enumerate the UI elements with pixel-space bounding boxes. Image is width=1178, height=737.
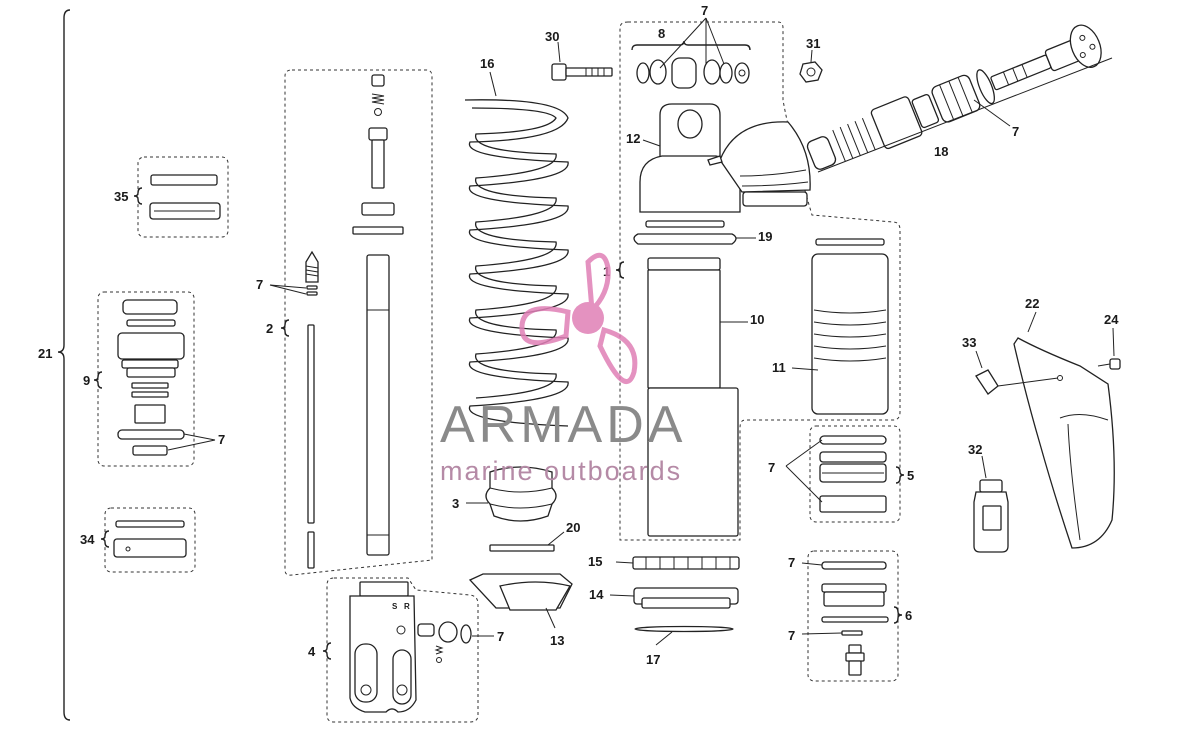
- part-33-clip: [975, 369, 1059, 395]
- part-5-seal-kit: [819, 435, 887, 513]
- callout-5: 5: [907, 468, 914, 483]
- part-32-oil-bottle: [973, 479, 1009, 553]
- callout-2: 2: [266, 321, 273, 336]
- callout-7-group8: 7: [701, 3, 708, 18]
- brace-35: [133, 187, 143, 205]
- part-16-coil-spring: [464, 99, 569, 427]
- part-12-top-eye-reservoir-head: [639, 103, 811, 213]
- callout-17: 17: [646, 652, 660, 667]
- part-34-seal: [113, 520, 187, 558]
- callout-18: 18: [934, 144, 948, 159]
- brace-6: [893, 606, 903, 624]
- callout-12: 12: [626, 131, 640, 146]
- svg-text:R: R: [404, 602, 410, 611]
- group-9-outline: [97, 291, 195, 467]
- part-17-shim: [634, 625, 734, 633]
- callout-6: 6: [905, 608, 912, 623]
- callout-20: 20: [566, 520, 580, 535]
- callout-30: 30: [545, 29, 559, 44]
- part-14-lock-ring: [633, 587, 739, 609]
- part-2-damper-rod: [305, 74, 404, 569]
- callout-22: 22: [1025, 296, 1039, 311]
- part-10-shock-body: [647, 257, 739, 537]
- part-9-valve-stack: [117, 299, 185, 456]
- part-oring-top: [645, 220, 725, 228]
- callout-24: 24: [1104, 312, 1119, 327]
- callout-7-group6a: 7: [788, 555, 795, 570]
- part-24-screw: [1097, 358, 1121, 370]
- callout-14: 14: [589, 587, 604, 602]
- callout-35: 35: [114, 189, 128, 204]
- brace-34: [100, 530, 110, 548]
- callout-16: 16: [480, 56, 494, 71]
- part-22-mud-guard: [1013, 337, 1115, 549]
- part-4-lower-clevis: S R: [349, 581, 472, 713]
- part-6-piston-kit: [821, 561, 889, 676]
- group-35-outline: [137, 156, 229, 238]
- callout-10: 10: [750, 312, 764, 327]
- brace-4: [322, 642, 332, 660]
- svg-text:S: S: [392, 602, 398, 611]
- watermark-title: ARMADA: [440, 396, 686, 454]
- part-11-reservoir-bladder: [811, 238, 889, 415]
- callout-13: 13: [550, 633, 564, 648]
- callout-21: 21: [38, 346, 52, 361]
- part-19-ring-nut: [633, 233, 737, 245]
- part-8-bushing-set: [636, 57, 750, 89]
- part-18-compression-adjuster: [806, 24, 1102, 170]
- group-5-outline: [809, 425, 901, 523]
- callout-19: 19: [758, 229, 772, 244]
- callout-9: 9: [83, 373, 90, 388]
- callout-7-group6b: 7: [788, 628, 795, 643]
- callout-7-group18: 7: [1012, 124, 1019, 139]
- part-3-bump-stop: [485, 466, 557, 522]
- callout-32: 32: [968, 442, 982, 457]
- brace-9: [93, 371, 103, 389]
- brace-5: [895, 466, 905, 484]
- callout-8: 8: [658, 26, 665, 41]
- brace-1: [615, 261, 625, 279]
- callout-7-group2: 7: [256, 277, 263, 292]
- callout-7-group5: 7: [768, 460, 775, 475]
- group-4-outline: [326, 577, 479, 723]
- propeller-logo-icon: [519, 252, 638, 384]
- part-15-preload-ring: [632, 556, 740, 570]
- group-1-outline: [619, 21, 901, 541]
- part-30-bolt: [551, 63, 613, 81]
- brace-8: [631, 40, 751, 51]
- callout-11: 11: [772, 360, 786, 375]
- callout-31: 31: [806, 36, 820, 51]
- group-34-outline: [104, 507, 196, 573]
- part-20-washer: [489, 544, 555, 552]
- part-31-nut: [799, 61, 823, 83]
- callout-34: 34: [80, 532, 95, 547]
- brace-2: [280, 319, 290, 337]
- callout-7-group9: 7: [218, 432, 225, 447]
- group-2-outline: [284, 69, 433, 576]
- callout-15: 15: [588, 554, 602, 569]
- part-35-seals: [149, 174, 221, 220]
- part-13-spring-seat: [468, 573, 573, 611]
- callout-4: 4: [308, 644, 316, 659]
- brace-21: [57, 9, 71, 721]
- watermark-subtitle: marine outboards: [440, 456, 682, 486]
- callout-3: 3: [452, 496, 459, 511]
- callout-33: 33: [962, 335, 976, 350]
- callout-7-group4: 7: [497, 629, 504, 644]
